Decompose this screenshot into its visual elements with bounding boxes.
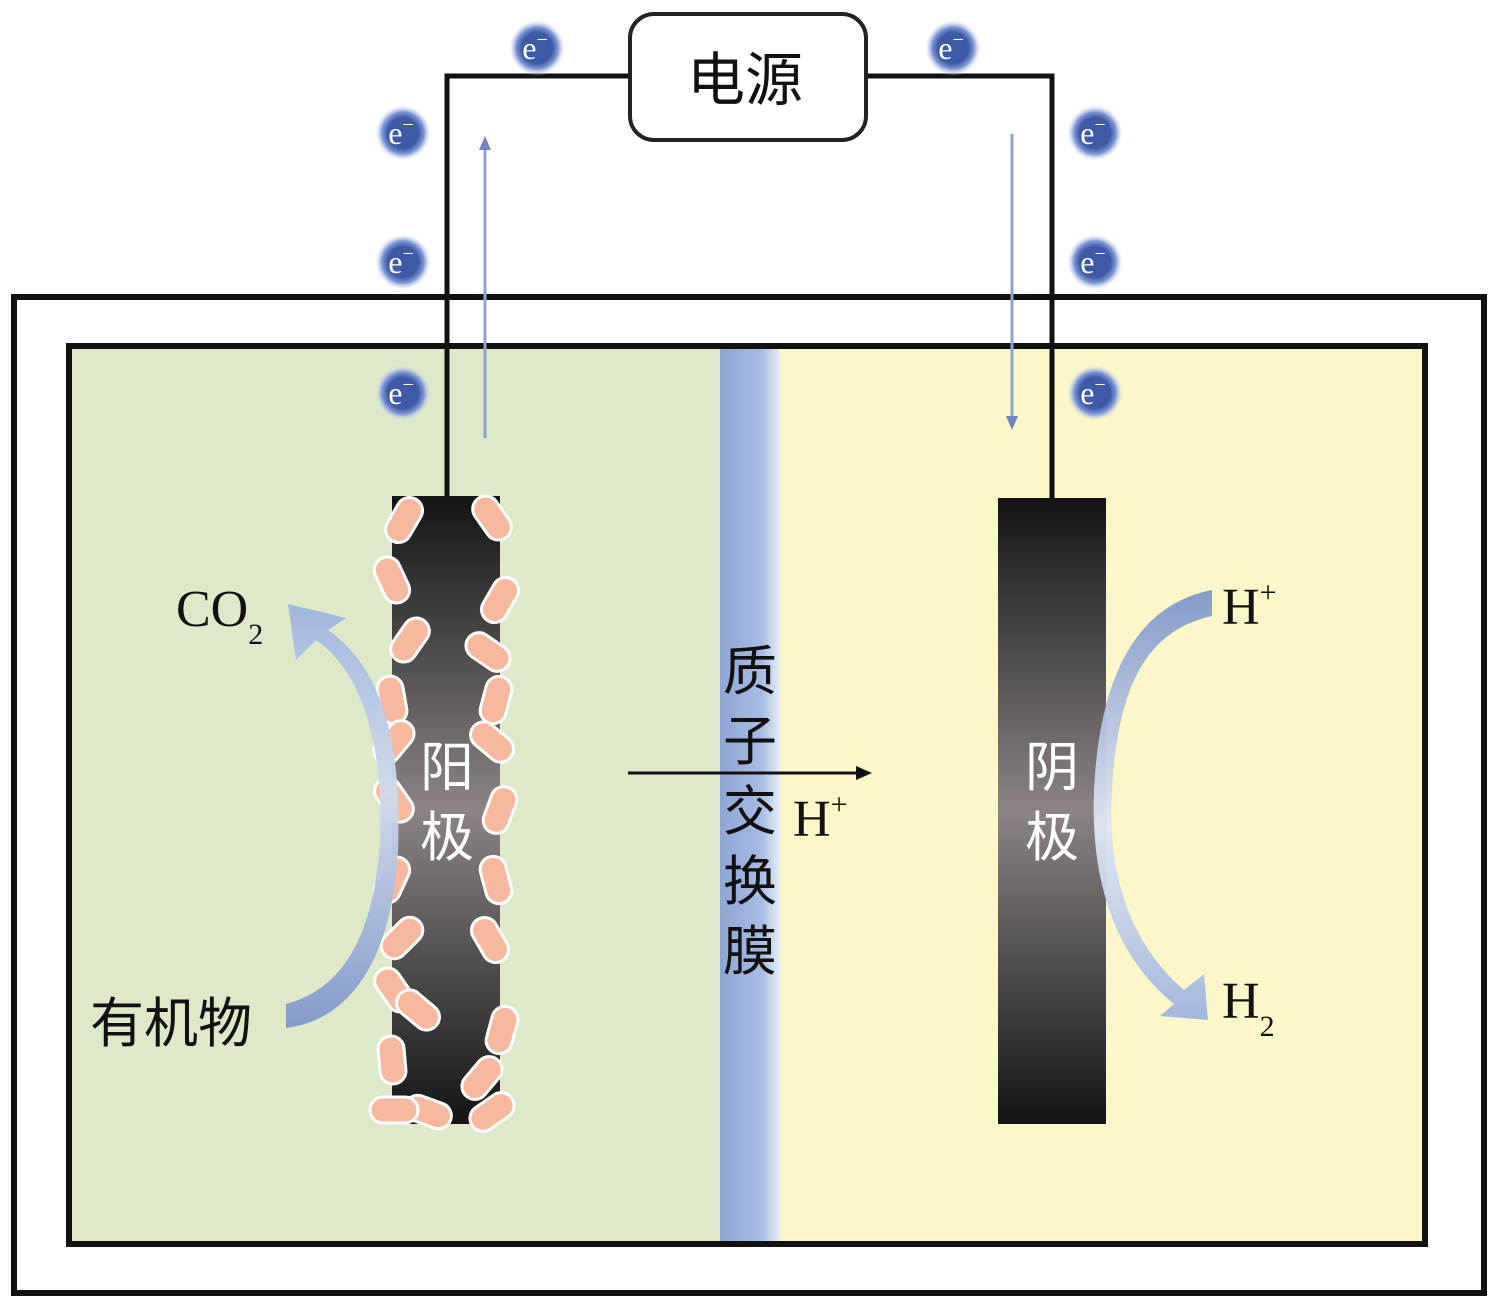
- electrons-group: e− e− e− e− e− e− e− e−: [375, 20, 1123, 421]
- co2-label: CO2: [176, 581, 263, 651]
- bacterium: [484, 1004, 520, 1056]
- electron-symbol: e−: [1080, 114, 1105, 151]
- electron-symbol: e−: [522, 29, 547, 66]
- anode-wire: [444, 73, 630, 496]
- electron-icon: e−: [1067, 105, 1123, 161]
- cathode-label-char-2: 极: [1025, 806, 1079, 869]
- cathode-wire: [866, 73, 1055, 498]
- electron-icon: e−: [375, 365, 431, 421]
- membrane-label-char-4: 换: [723, 850, 777, 913]
- bacterium: [376, 1034, 408, 1086]
- electron-icon: e−: [375, 105, 431, 161]
- electron-icon: e−: [1067, 365, 1123, 421]
- anode-conversion-arrow: [286, 604, 399, 1028]
- organic-matter-label: 有机物: [90, 992, 252, 1055]
- bacterium: [481, 785, 519, 835]
- bacterium: [372, 555, 412, 605]
- membrane-label-char-2: 子: [723, 710, 777, 773]
- inner-vessel: [66, 343, 1428, 1247]
- cathode-electrode: [998, 498, 1106, 1124]
- cathode-conversion-arrow: [1093, 590, 1212, 1020]
- electron-symbol: e−: [388, 243, 413, 280]
- bacterium: [468, 1091, 516, 1133]
- membrane-label: 质 子 交 换 膜: [723, 640, 777, 983]
- membrane-label-char-5: 膜: [723, 920, 777, 983]
- anode-label-char-1: 阳: [420, 736, 474, 799]
- electron-flow-arrow-up: [479, 136, 491, 438]
- cathode-label-char-1: 阴: [1025, 736, 1079, 799]
- electron-symbol: e−: [388, 114, 413, 151]
- bacterium: [480, 575, 520, 625]
- electron-icon: e−: [925, 20, 981, 76]
- electron-symbol: e−: [938, 29, 963, 66]
- bacterium: [464, 631, 512, 673]
- proton-migration-arrow: [628, 766, 872, 780]
- power-supply-label: 电源: [687, 46, 803, 114]
- bacterium: [368, 1095, 420, 1125]
- bacterium: [469, 720, 515, 764]
- proton-exchange-membrane: [720, 346, 780, 1244]
- electron-icon: e−: [375, 234, 431, 290]
- electron-flow-arrow-down: [1006, 134, 1018, 430]
- electron-symbol: e−: [388, 374, 413, 411]
- electron-icon: e−: [1067, 234, 1123, 290]
- hydrogen-label: H2: [1222, 973, 1275, 1043]
- electron-symbol: e−: [1080, 374, 1105, 411]
- bacterium: [469, 915, 510, 965]
- membrane-label-char-1: 质: [723, 640, 777, 703]
- membrane-label-char-3: 交: [723, 780, 777, 843]
- bacterium: [395, 988, 441, 1032]
- cathode-proton-label: H+: [1222, 576, 1276, 636]
- bacterium: [389, 616, 431, 664]
- bacterium: [460, 1055, 504, 1101]
- bacterium: [379, 915, 425, 961]
- membrane-proton-label: H+: [793, 788, 847, 848]
- bacterium: [471, 494, 513, 542]
- power-supply-box: [628, 12, 868, 142]
- anode-label-char-2: 极: [420, 806, 474, 869]
- bacterium: [478, 854, 514, 906]
- bacterium: [384, 495, 424, 545]
- electron-icon: e−: [509, 20, 565, 76]
- electron-symbol: e−: [1080, 243, 1105, 280]
